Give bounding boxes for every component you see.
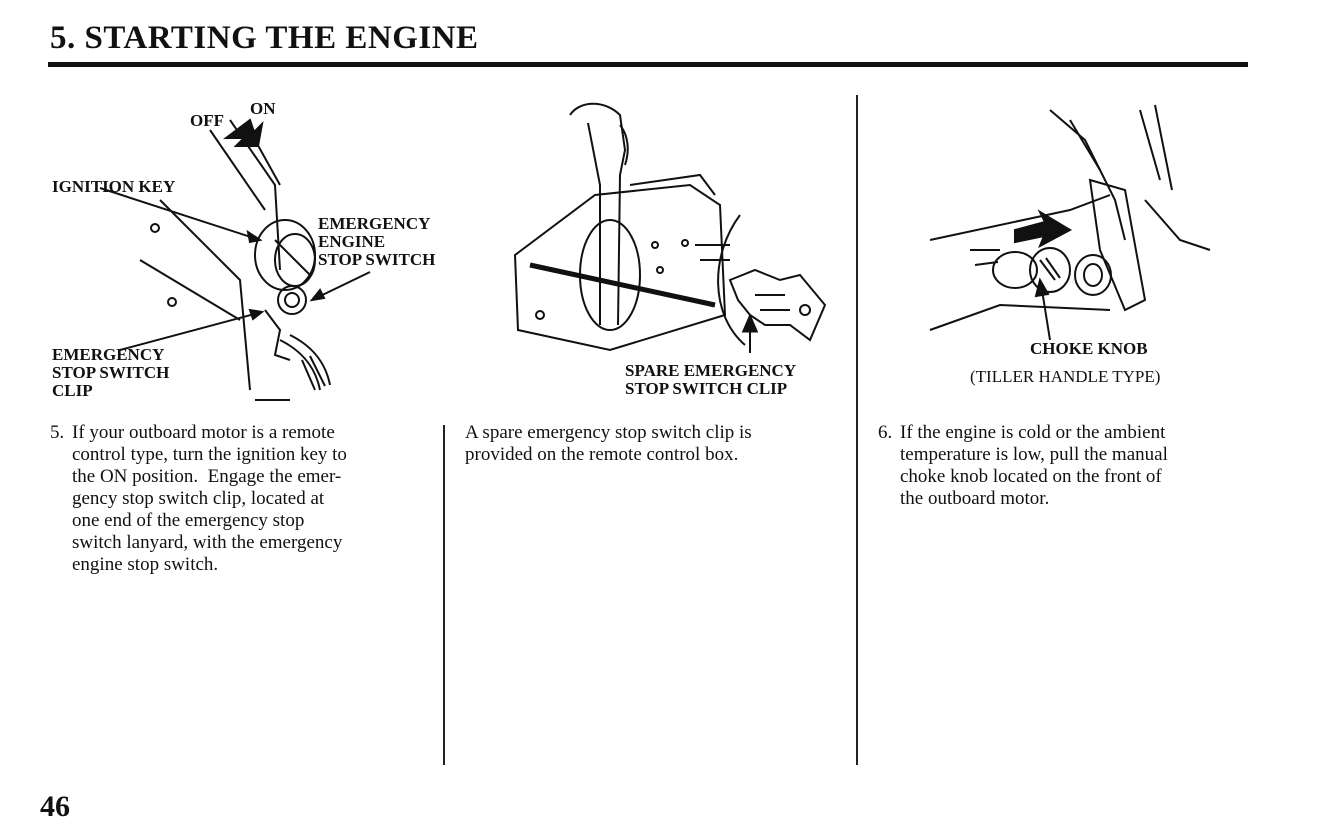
step-5-text: If your outboard motor is a remote contr… [72,422,347,575]
choke-knob-label: CHOKE KNOB [1030,339,1148,358]
stop-switch-clip-label: EMERGENCY STOP SWITCH CLIP [52,345,170,400]
tiller-handle-type-label: (TILLER HANDLE TYPE) [970,367,1161,386]
on-label: ON [250,99,276,118]
spare-clip-note: A spare emergency stop switch clip is pr… [465,422,752,465]
step-6-number: 6. [878,422,893,443]
step-5-number: 5. [50,422,65,443]
ignition-switch-illustration [99,118,371,401]
step-5: 5. If your outboard motor is a remote co… [50,422,347,575]
ignition-key-label: IGNITION KEY [52,177,176,196]
title-rule [48,62,1248,67]
page-title: 5. STARTING THE ENGINE [50,20,479,56]
remote-control-box-illustration [513,102,827,353]
step-6-text: If the engine is cold or the ambient tem… [900,422,1168,509]
choke-knob-illustration [929,104,1211,340]
page-number: 46 [40,790,70,823]
column-divider-right [856,95,858,765]
spare-clip-label: SPARE EMERGENCY STOP SWITCH CLIP [625,361,797,398]
step-6: 6. If the engine is cold or the ambient … [878,422,1168,509]
engine-stop-switch-label: EMERGENCY ENGINE STOP SWITCH [318,214,436,269]
off-label: OFF [190,111,224,130]
column-divider-left [443,425,445,765]
